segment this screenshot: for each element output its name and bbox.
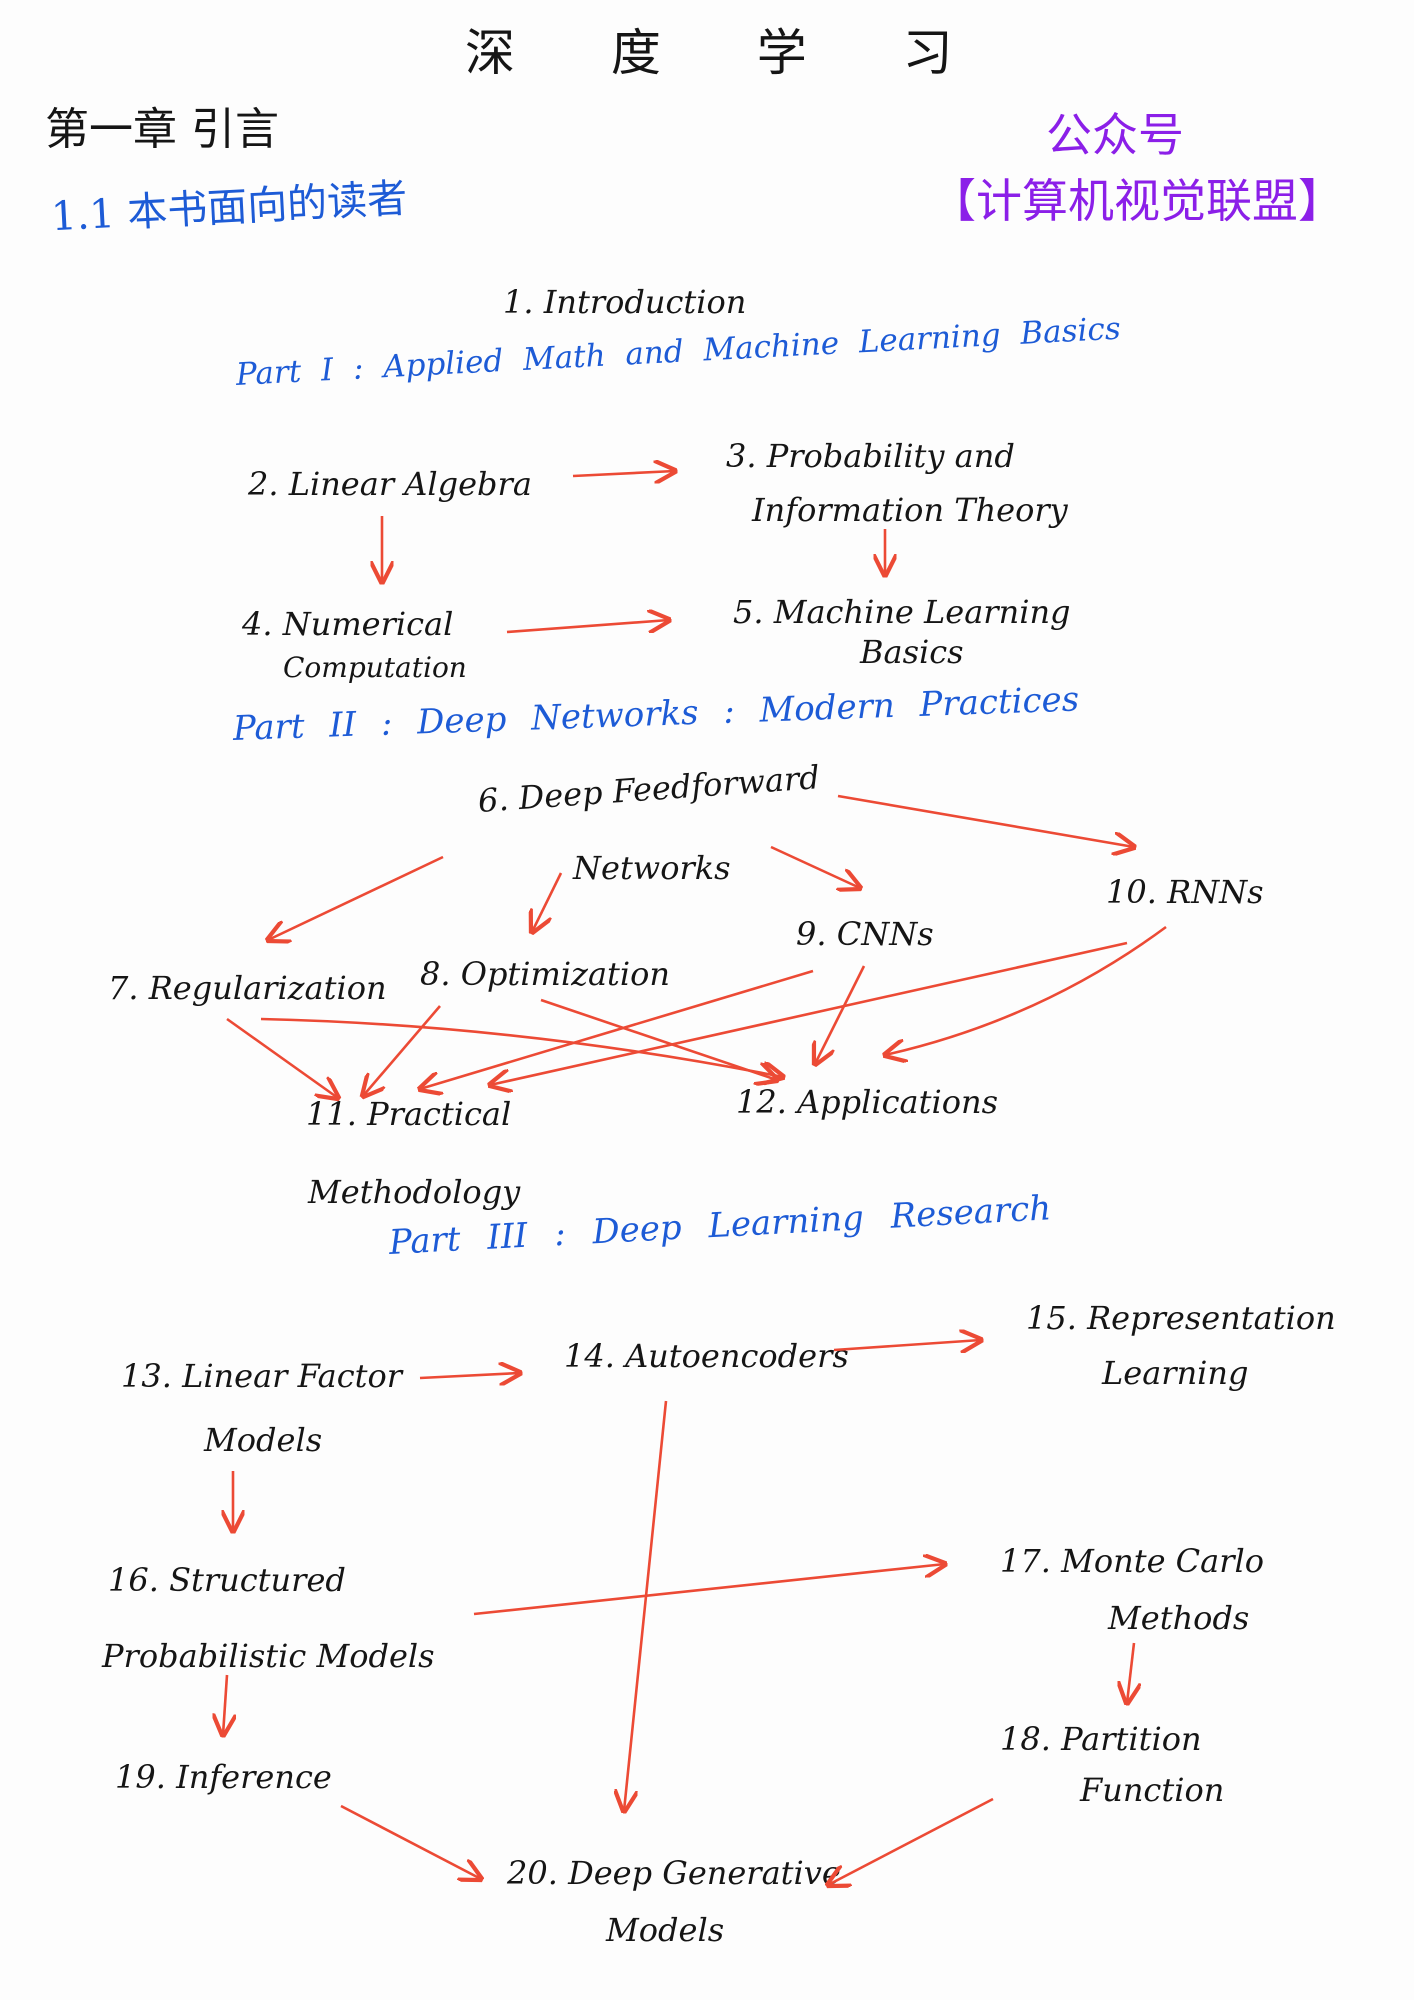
- arrow-2-to-3: [572, 471, 675, 476]
- chapter-13-line2: Models: [204, 1421, 323, 1459]
- chapter-4-line1: 4. Numerical: [242, 605, 454, 643]
- arrow-19-to-20: [340, 1804, 481, 1879]
- arrow-6-to-9: [770, 845, 860, 888]
- chapter-12: 12. Applications: [736, 1083, 998, 1121]
- arrow-10-to-11: [490, 941, 1128, 1085]
- watermark-line1: 公众号: [1046, 108, 1184, 162]
- chapter-3-line2: Information Theory: [752, 491, 1068, 529]
- chapter-11-line1: 11. Practical: [306, 1095, 512, 1133]
- page-title: 深 度 学 习: [465, 24, 993, 82]
- arrow-4-to-5: [506, 620, 669, 634]
- chapter-20-line1: 20. Deep Generative: [507, 1854, 841, 1892]
- chapter-9: 9. CNNs: [796, 915, 934, 953]
- chapter-5-line1: 5. Machine Learning: [733, 593, 1071, 631]
- chapter-18-line2: Function: [1080, 1771, 1225, 1809]
- arrow-8-to-12: [540, 998, 777, 1080]
- chapter-16-line1: 16. Structured: [108, 1561, 346, 1599]
- arrow-14-to-20: [624, 1400, 668, 1811]
- chapter-19: 19. Inference: [115, 1758, 332, 1796]
- chapter-18-line1: 18. Partition: [1000, 1720, 1202, 1758]
- chapter-1: 1. Introduction: [503, 283, 747, 321]
- arrow-6-to-8: [532, 872, 563, 932]
- chapter-13-line1: 13. Linear Factor: [121, 1357, 403, 1395]
- arrow-7-to-11: [226, 1017, 338, 1098]
- chapter-3-line1: 3. Probability and: [726, 437, 1015, 475]
- watermark-line2: 【计算机视觉联盟】: [930, 174, 1344, 228]
- arrow-9-to-12: [815, 965, 866, 1064]
- arrow-8-to-11: [363, 1005, 441, 1096]
- chapter-heading: 第一章 引言: [45, 104, 279, 155]
- chapter-8: 8. Optimization: [420, 955, 670, 993]
- chapter-7: 7. Regularization: [108, 969, 387, 1007]
- arrow-6-to-7: [268, 855, 444, 940]
- chapter-4-line2: Computation: [283, 651, 467, 684]
- arrow-7-to-12: [260, 1017, 783, 1077]
- chapter-14: 14. Autoencoders: [564, 1337, 849, 1375]
- chapter-16-line2: Probabilistic Models: [102, 1637, 435, 1675]
- arrow-6-to-10: [837, 794, 1134, 847]
- arrow-18-to-20: [828, 1797, 994, 1885]
- arrow-13-to-14: [419, 1373, 520, 1378]
- chapter-17-line2: Methods: [1108, 1599, 1250, 1637]
- arrow-16-to-19: [223, 1674, 227, 1735]
- arrow-10-to-12: [885, 925, 1167, 1055]
- chapter-15-line1: 15. Representation: [1026, 1299, 1336, 1337]
- chapter-15-line2: Learning: [1102, 1354, 1249, 1392]
- chapter-2: 2. Linear Algebra: [248, 465, 532, 503]
- arrow-16-to-17: [473, 1564, 945, 1616]
- chapter-10: 10. RNNs: [1106, 873, 1264, 911]
- arrow-17-to-18: [1127, 1642, 1134, 1703]
- chapter-11-line2: Methodology: [308, 1173, 521, 1211]
- chapter-5-line2: Basics: [860, 633, 964, 671]
- chapter-6-line2: Networks: [573, 849, 731, 887]
- chapter-20-line2: Models: [606, 1911, 725, 1949]
- chapter-17-line1: 17. Monte Carlo: [1000, 1542, 1265, 1580]
- arrow-14-to-15: [833, 1340, 981, 1350]
